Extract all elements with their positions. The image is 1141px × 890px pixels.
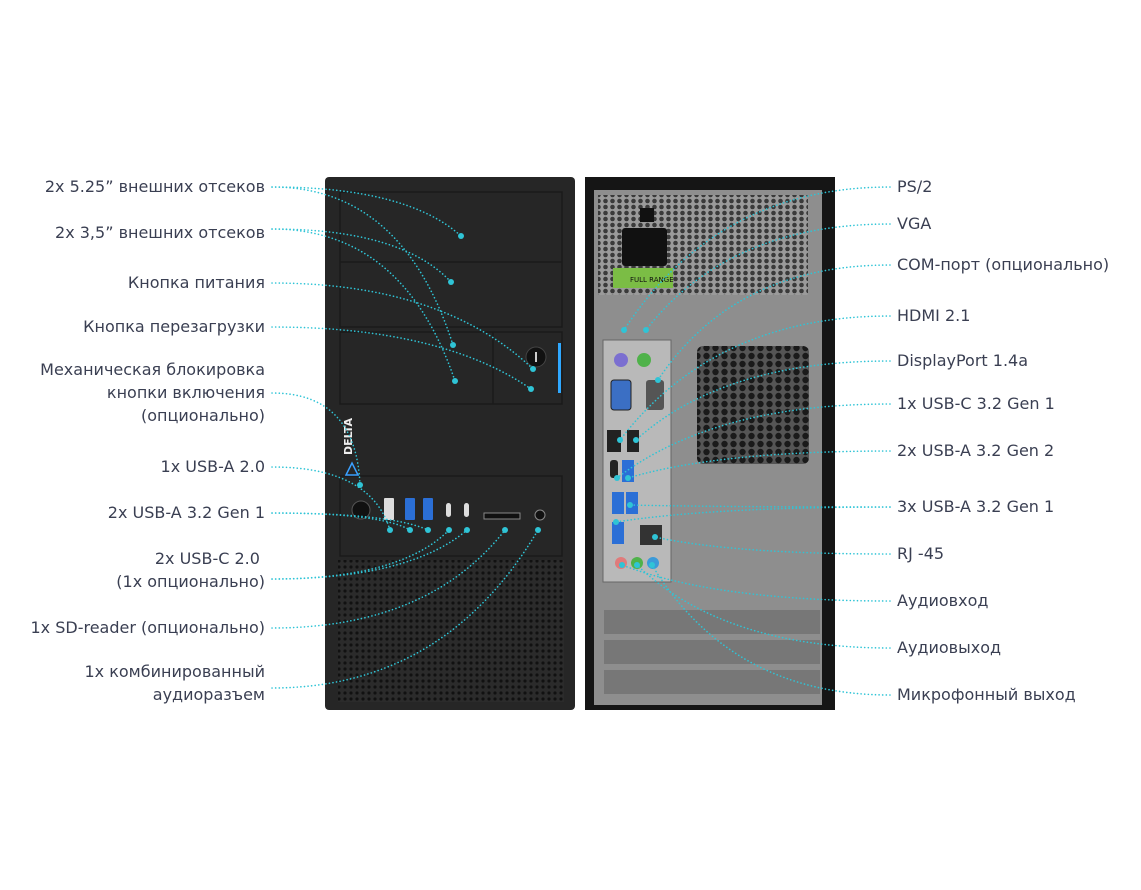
label-power-button: Кнопка питания <box>127 273 265 292</box>
label-line: кнопки включения <box>106 383 265 402</box>
power-socket <box>622 228 667 266</box>
lock-button <box>351 500 371 520</box>
svg-text:FULL RANGE: FULL RANGE <box>630 276 674 284</box>
label-ps2: PS/2 <box>897 177 933 196</box>
label-hdmi: HDMI 2.1 <box>897 306 971 325</box>
label-reset-button: Кнопка перезагрузки <box>83 317 265 336</box>
label-usb-a-20: 1x USB-A 2.0 <box>160 457 265 476</box>
label-usb-c-20: 2x USB-C 2.0 (1x опционально) <box>116 547 265 593</box>
label-line: (1x опционально) <box>116 572 265 591</box>
label-usb-a-gen1: 3x USB-A 3.2 Gen 1 <box>897 497 1055 516</box>
label-sd-reader: 1x SD-reader (опционально) <box>30 618 265 637</box>
label-525-bays: 2x 5.25” внешних отсеков <box>44 177 265 196</box>
label-35-bays: 2x 3,5” внешних отсеков <box>55 223 265 242</box>
label-usb-a-32-gen1: 2x USB-A 3.2 Gen 1 <box>107 503 265 522</box>
label-audio-out: Аудиовыход <box>897 638 1002 657</box>
label-line: (опционально) <box>141 406 265 425</box>
label-mic: Микрофонный выход <box>897 685 1076 704</box>
label-usb-a-gen2: 2x USB-A 3.2 Gen 2 <box>897 441 1055 460</box>
label-mechanical-lock: Механическая блокировка кнопки включения… <box>40 358 265 427</box>
label-line: 1x комбинированный <box>84 662 265 681</box>
label-audio-combo: 1x комбинированный аудиоразъем <box>84 660 265 706</box>
label-line: Механическая блокировка <box>40 360 265 379</box>
label-audio-in: Аудиовход <box>897 591 989 610</box>
label-rj45: RJ -45 <box>897 544 945 563</box>
label-com-port: COM-порт (опционально) <box>897 255 1110 274</box>
logo-text: DELTA <box>342 418 355 455</box>
rear-case: FULL RANGE <box>585 177 835 710</box>
label-usb-c-32: 1x USB-C 3.2 Gen 1 <box>897 394 1055 413</box>
front-case: DELTA <box>325 177 575 710</box>
fan-grille <box>697 346 809 464</box>
label-line: 2x USB-C 2.0 <box>154 549 265 568</box>
label-displayport: DisplayPort 1.4a <box>897 351 1029 370</box>
power-led <box>558 343 561 393</box>
label-line: аудиоразъем <box>152 685 265 704</box>
label-vga: VGA <box>897 214 932 233</box>
